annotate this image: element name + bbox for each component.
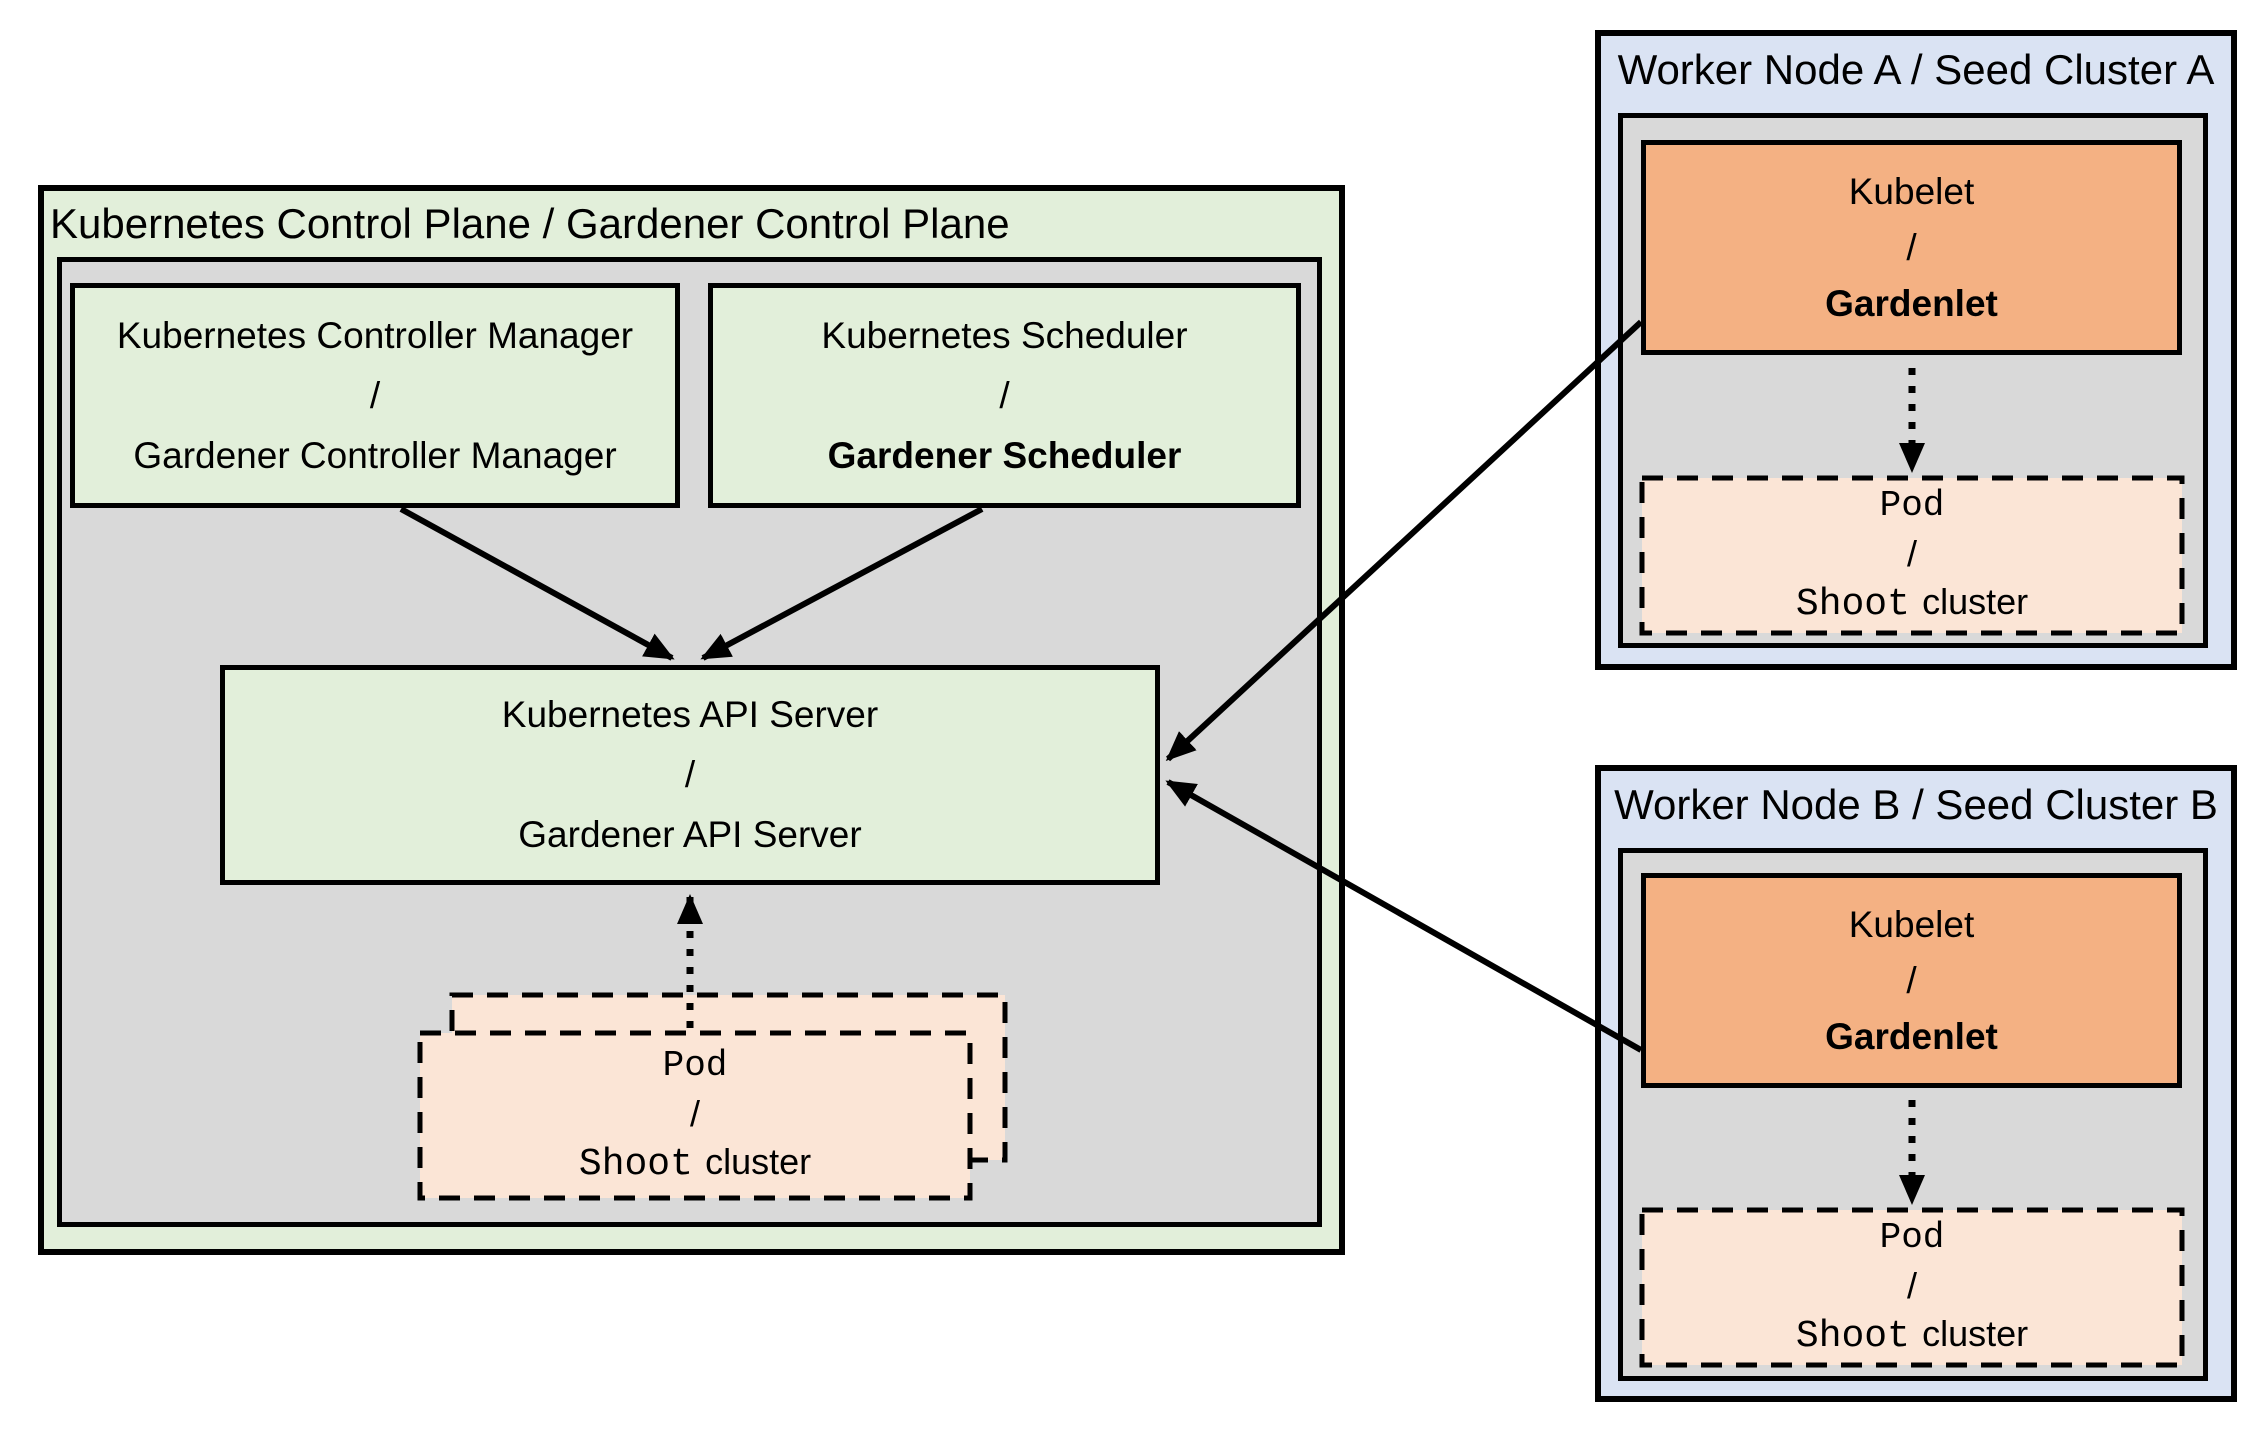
pod-line1: Pod xyxy=(662,1045,728,1086)
kubelet-a-box: Kubelet / Gardenlet xyxy=(1641,140,2182,355)
controller-manager-box: Kubernetes Controller Manager / Gardener… xyxy=(70,283,680,508)
api-server-box: Kubernetes API Server / Gardener API Ser… xyxy=(220,665,1160,885)
pod-shoot-cluster-label: Pod / Shoot cluster xyxy=(420,1033,970,1198)
pod-b-label: Pod / Shoot cluster xyxy=(1642,1210,2182,1365)
pod-line2: / xyxy=(689,1093,700,1134)
worker-node-b-title: Worker Node B / Seed Cluster B xyxy=(1614,781,2218,828)
pod-line3-sans: cluster xyxy=(705,1141,812,1182)
controller-manager-line3: Gardener Controller Manager xyxy=(133,434,617,476)
pod-b-line2: / xyxy=(1906,1265,1917,1306)
pod-a-label: Pod / Shoot cluster xyxy=(1642,478,2182,633)
kubelet-a-line2: / xyxy=(1906,226,1917,268)
api-server-line1: Kubernetes API Server xyxy=(501,694,879,735)
scheduler-line2: / xyxy=(999,374,1010,416)
api-server-line3: Gardener API Server xyxy=(518,814,862,855)
scheduler-line3: Gardener Scheduler xyxy=(827,434,1182,476)
pod-b-line3-sans: cluster xyxy=(1922,1313,2029,1354)
pod-b-line3: Shoot cluster xyxy=(1796,1310,2028,1361)
scheduler-box: Kubernetes Scheduler / Gardener Schedule… xyxy=(708,283,1301,508)
pod-b-line3-mono: Shoot xyxy=(1795,1315,1910,1358)
scheduler-line1: Kubernetes Scheduler xyxy=(821,314,1188,356)
kubelet-a-line1: Kubelet xyxy=(1848,170,1975,212)
pod-line3-mono: Shoot xyxy=(578,1143,693,1186)
kubelet-b-line3: Gardenlet xyxy=(1825,1015,1998,1057)
pod-a-line3-sans: cluster xyxy=(1922,581,2029,622)
pod-a-line3: Shoot cluster xyxy=(1796,578,2028,629)
control-plane-title: Kubernetes Control Plane / Gardener Cont… xyxy=(50,200,1010,247)
kubelet-a-line3: Gardenlet xyxy=(1825,282,1998,324)
pod-a-line2: / xyxy=(1906,533,1917,574)
pod-b-line1: Pod xyxy=(1879,1217,1945,1258)
kubelet-b-box: Kubelet / Gardenlet xyxy=(1641,873,2182,1088)
pod-a-line1: Pod xyxy=(1879,485,1945,526)
kubelet-b-line2: / xyxy=(1906,959,1917,1001)
pod-line3: Shoot cluster xyxy=(579,1138,811,1189)
pod-a-line3-mono: Shoot xyxy=(1795,583,1910,626)
controller-manager-line2: / xyxy=(369,374,381,416)
kubelet-b-line1: Kubelet xyxy=(1848,903,1975,945)
worker-node-a-title: Worker Node A / Seed Cluster A xyxy=(1617,46,2215,93)
api-server-line2: / xyxy=(684,754,696,795)
controller-manager-line1: Kubernetes Controller Manager xyxy=(116,314,634,356)
